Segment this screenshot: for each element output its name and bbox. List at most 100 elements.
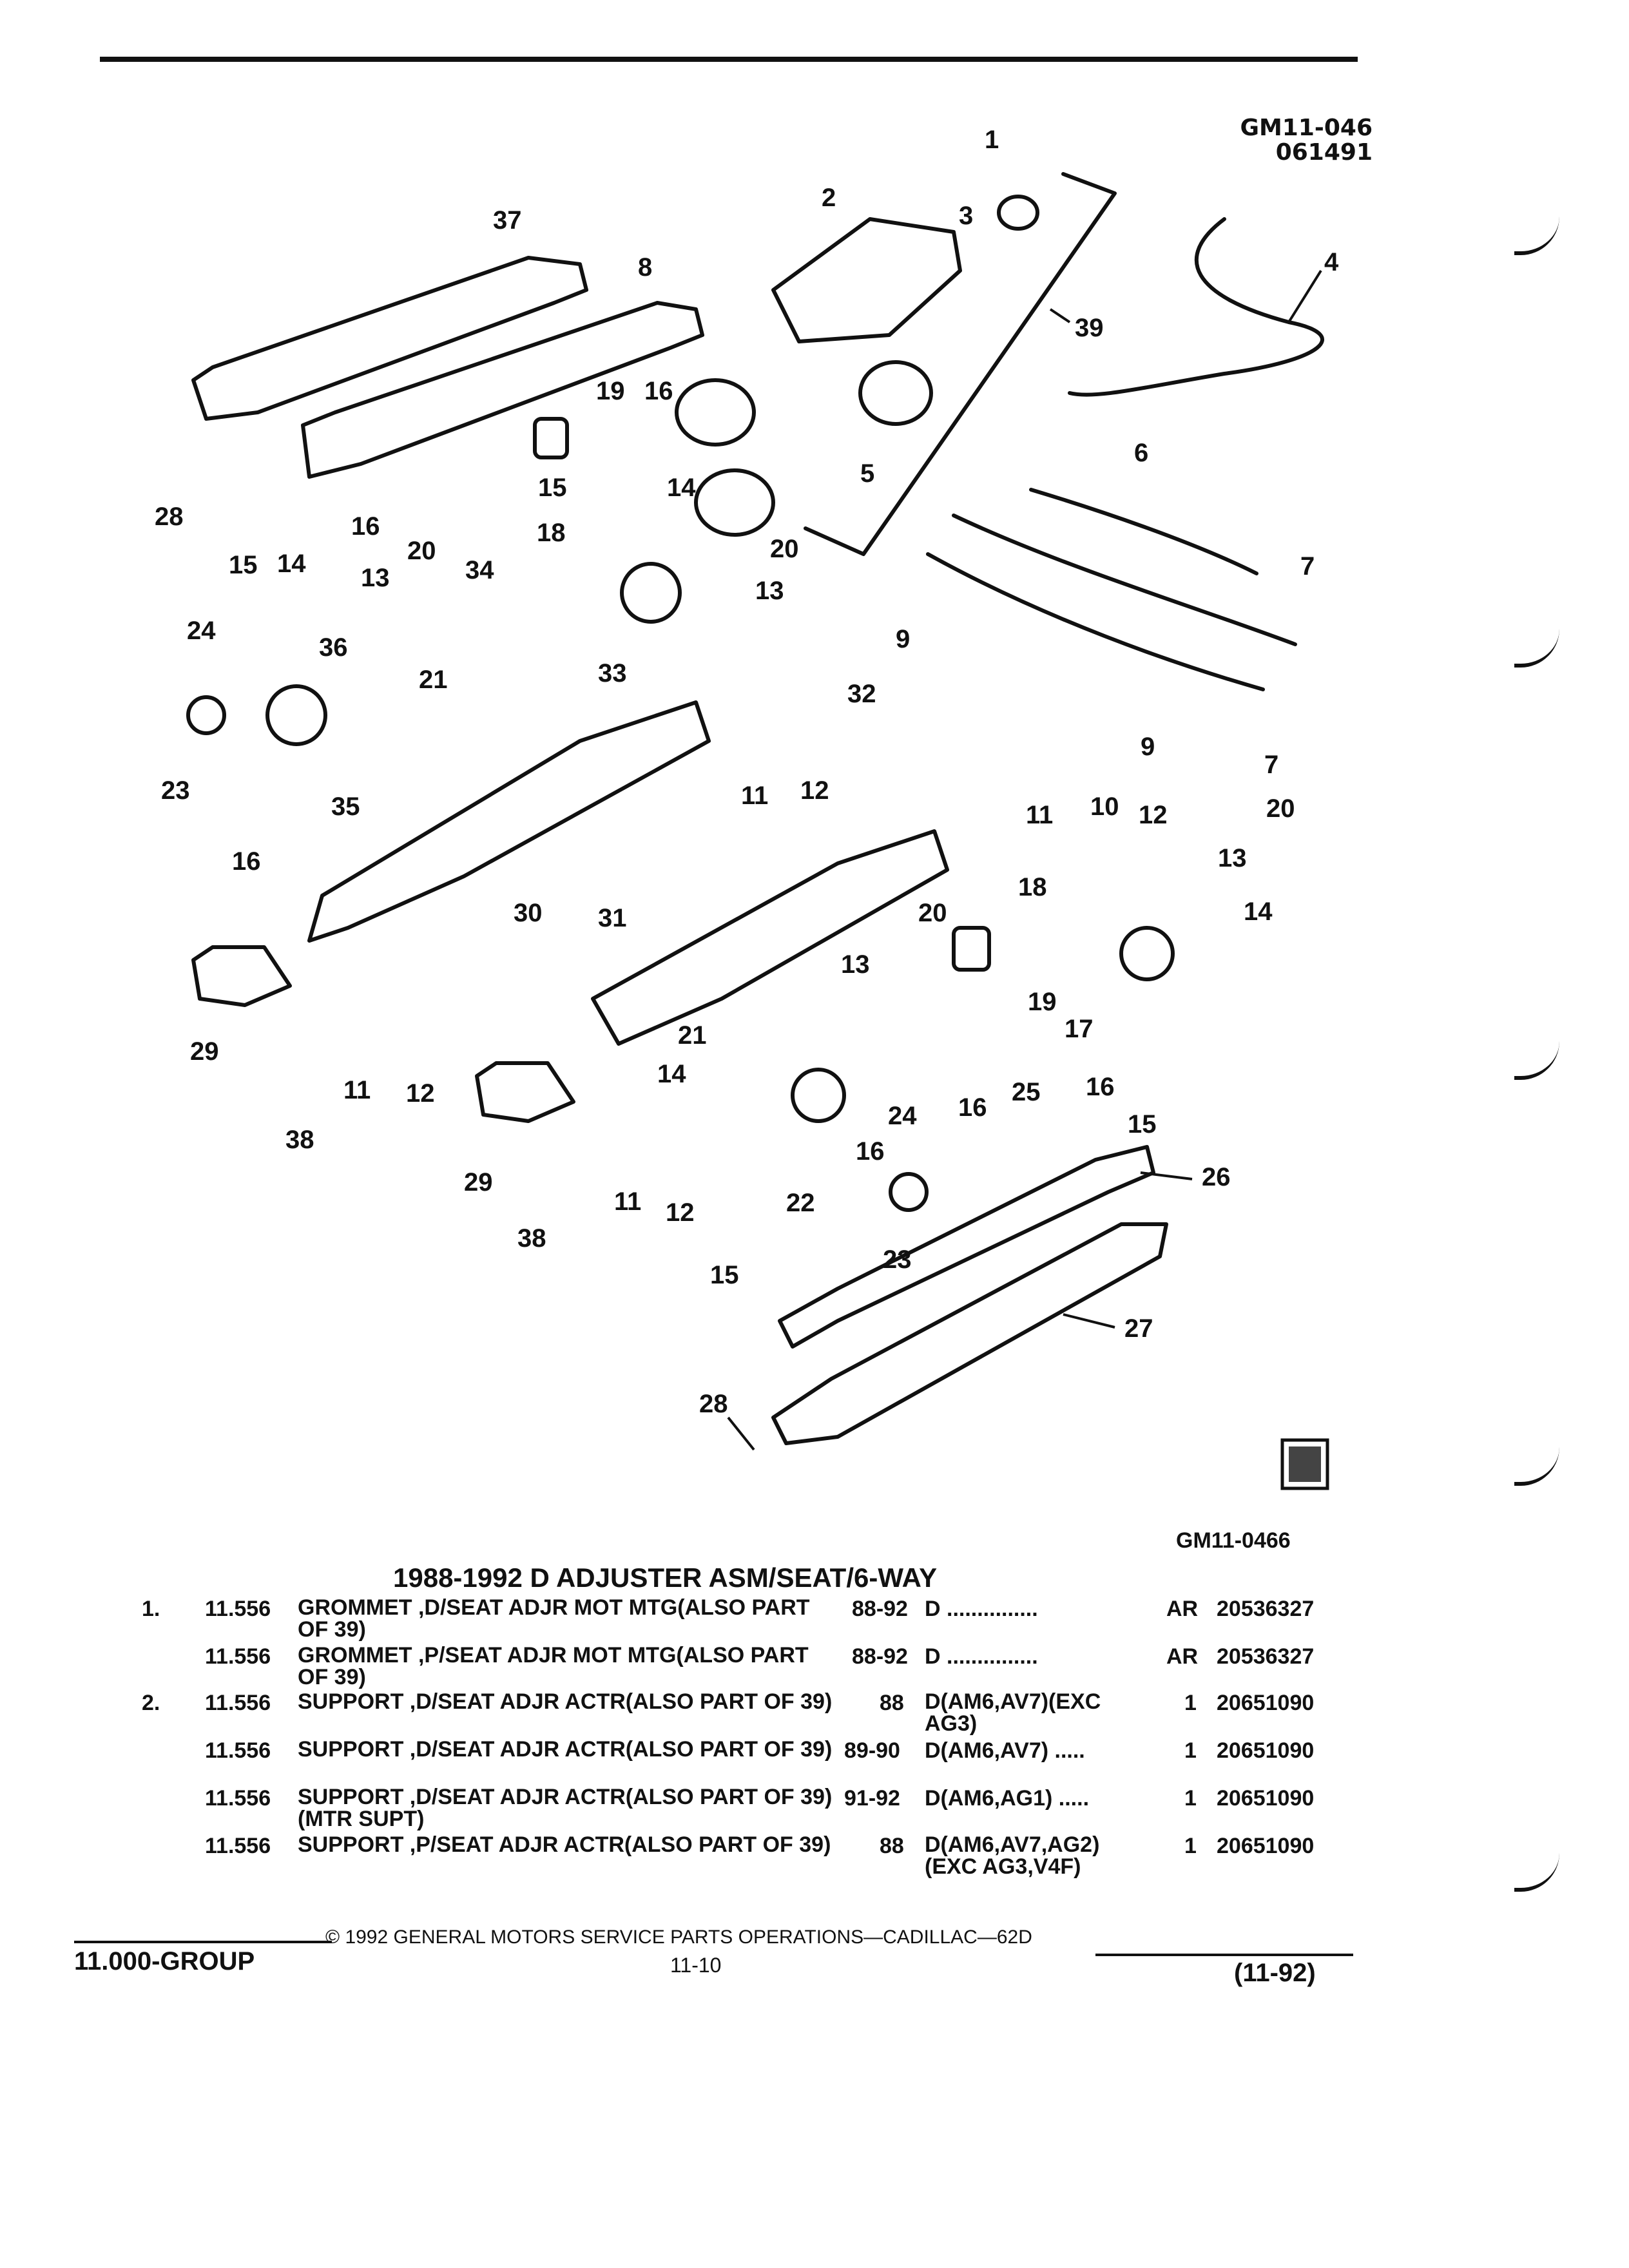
callout-28a: 28: [155, 503, 184, 531]
part-33-gearbox: [620, 562, 682, 624]
callout-14d: 14: [657, 1060, 686, 1088]
table-row: 11.556 GROMMET ,P/SEAT ADJR MOT MTG(ALSO…: [0, 1644, 1629, 1689]
callout-21b: 21: [678, 1021, 707, 1050]
callout-20c: 20: [1266, 794, 1295, 823]
part-17-gearbox: [1119, 926, 1175, 981]
callout-16c: 16: [232, 847, 261, 876]
gm-spo-logo: [1280, 1438, 1329, 1490]
callout-7a: 7: [1300, 552, 1315, 581]
callout-18b: 18: [1018, 873, 1047, 901]
model-years: 88-92: [852, 1644, 908, 1669]
part-35-shape: [307, 700, 711, 943]
top-rule: [100, 57, 1358, 62]
leader-26: [1140, 1171, 1193, 1180]
part-29-block-a: [191, 945, 292, 1007]
part-7-cable-a: [952, 514, 1297, 646]
callout-29a: 29: [190, 1037, 219, 1066]
callout-7b: 7: [1264, 751, 1278, 779]
callout-2: 2: [822, 184, 836, 212]
table-row: 2. 11.556 SUPPORT ,D/SEAT ADJR ACTR(ALSO…: [0, 1691, 1629, 1736]
callout-24b: 24: [888, 1102, 917, 1130]
callout-12c: 12: [406, 1079, 435, 1108]
callout-33: 33: [598, 659, 627, 687]
part-26-shape: [778, 1145, 1155, 1349]
callout-13b: 13: [755, 577, 784, 605]
quantity: 1: [1184, 1786, 1197, 1811]
callout-20a: 20: [770, 535, 799, 563]
model-years: 88: [880, 1834, 904, 1858]
part-2-shape: [771, 217, 962, 343]
part-6-cable: [1029, 488, 1258, 575]
callout-14b: 14: [277, 550, 306, 578]
table-row: 1. 11.556 GROMMET ,D/SEAT ADJR MOT MTG(A…: [0, 1597, 1629, 1642]
callout-34: 34: [465, 556, 494, 584]
part-description: SUPPORT ,P/SEAT ADJR ACTR(ALSO PART OF 3…: [298, 1832, 831, 1857]
callout-35: 35: [331, 793, 360, 821]
callout-15c: 15: [1128, 1110, 1157, 1139]
usage-code: D ...............: [925, 1597, 1038, 1621]
group-number: 11.556: [205, 1644, 271, 1669]
callout-38b: 38: [517, 1224, 546, 1253]
exploded-parts-diagram: 1 2 3 4 5 6 7 7 8 9 9 10 11 11 11 11 12 …: [155, 126, 1339, 1490]
callout-16b: 16: [351, 512, 380, 541]
part-description: SUPPORT ,D/SEAT ADJR ACTR(ALSO PART OF 3…: [298, 1785, 833, 1831]
group-number: 11.556: [205, 1691, 271, 1715]
group-number: 11.556: [205, 1834, 271, 1858]
part-23-gear-b: [889, 1172, 929, 1212]
part-number: 20651090: [1217, 1834, 1315, 1858]
group-number: 11.556: [205, 1738, 271, 1763]
callout-15d: 15: [710, 1261, 739, 1289]
part-19-spring-b: [952, 926, 991, 972]
footer-page: 11-10: [670, 1954, 722, 1977]
model-years: 91-92: [844, 1786, 900, 1811]
model-years: 88-92: [852, 1597, 908, 1621]
callout-21a: 21: [419, 666, 448, 694]
callout-14c: 14: [1244, 898, 1273, 926]
callout-29b: 29: [464, 1168, 493, 1196]
part-number: 20651090: [1217, 1786, 1315, 1811]
callout-20b: 20: [407, 537, 436, 565]
usage-code: D(AM6,AV7)(EXC AG3): [925, 1689, 1101, 1736]
callout-5: 5: [860, 459, 874, 488]
usage-code: D(AM6,AV7) .....: [925, 1738, 1085, 1763]
part-description: GROMMET ,P/SEAT ADJR MOT MTG(ALSO PART O…: [298, 1643, 809, 1689]
part-description: SUPPORT ,D/SEAT ADJR ACTR(ALSO PART OF 3…: [298, 1737, 833, 1762]
part-number: 20651090: [1217, 1738, 1315, 1763]
footer-rule-right: [1095, 1954, 1353, 1956]
callout-12a: 12: [800, 776, 829, 805]
part-19-spring-a: [533, 417, 569, 459]
callout-37: 37: [493, 206, 522, 235]
footer-rule-left: [74, 1941, 332, 1943]
callout-1: 1: [985, 126, 999, 154]
part-4-harness: [1068, 217, 1324, 397]
callout-30: 30: [514, 899, 543, 927]
assembly-bracket-39: [804, 172, 1117, 556]
part-22-gearbox: [791, 1068, 846, 1123]
quantity: 1: [1184, 1834, 1197, 1858]
part-7-cable-b: [926, 552, 1265, 691]
callout-23b: 23: [883, 1245, 912, 1274]
usage-code: D ...............: [925, 1644, 1038, 1669]
footer-date-code: (11-92): [1234, 1959, 1316, 1987]
callout-16a: 16: [644, 377, 673, 405]
callout-15a: 15: [538, 474, 567, 502]
callout-26: 26: [1202, 1163, 1231, 1191]
part-8-shape: [301, 301, 704, 479]
callout-38a: 38: [285, 1126, 314, 1154]
callout-15b: 15: [229, 551, 258, 579]
callout-20d: 20: [918, 899, 947, 927]
callout-14a: 14: [667, 474, 696, 502]
part-number: 20651090: [1217, 1691, 1315, 1715]
callout-12d: 12: [666, 1198, 695, 1227]
callout-3: 3: [959, 202, 973, 230]
quantity: AR: [1166, 1597, 1199, 1621]
callout-19a: 19: [596, 377, 625, 405]
callout-28b: 28: [699, 1390, 728, 1418]
footer-copyright: © 1992 GENERAL MOTORS SERVICE PARTS OPER…: [325, 1927, 1032, 1948]
part-number: 20536327: [1217, 1597, 1315, 1621]
callout-25: 25: [1012, 1078, 1041, 1106]
quantity: AR: [1166, 1644, 1199, 1669]
leader-28b: [727, 1416, 755, 1451]
group-number: 11.556: [205, 1597, 271, 1621]
callout-8: 8: [638, 253, 652, 282]
